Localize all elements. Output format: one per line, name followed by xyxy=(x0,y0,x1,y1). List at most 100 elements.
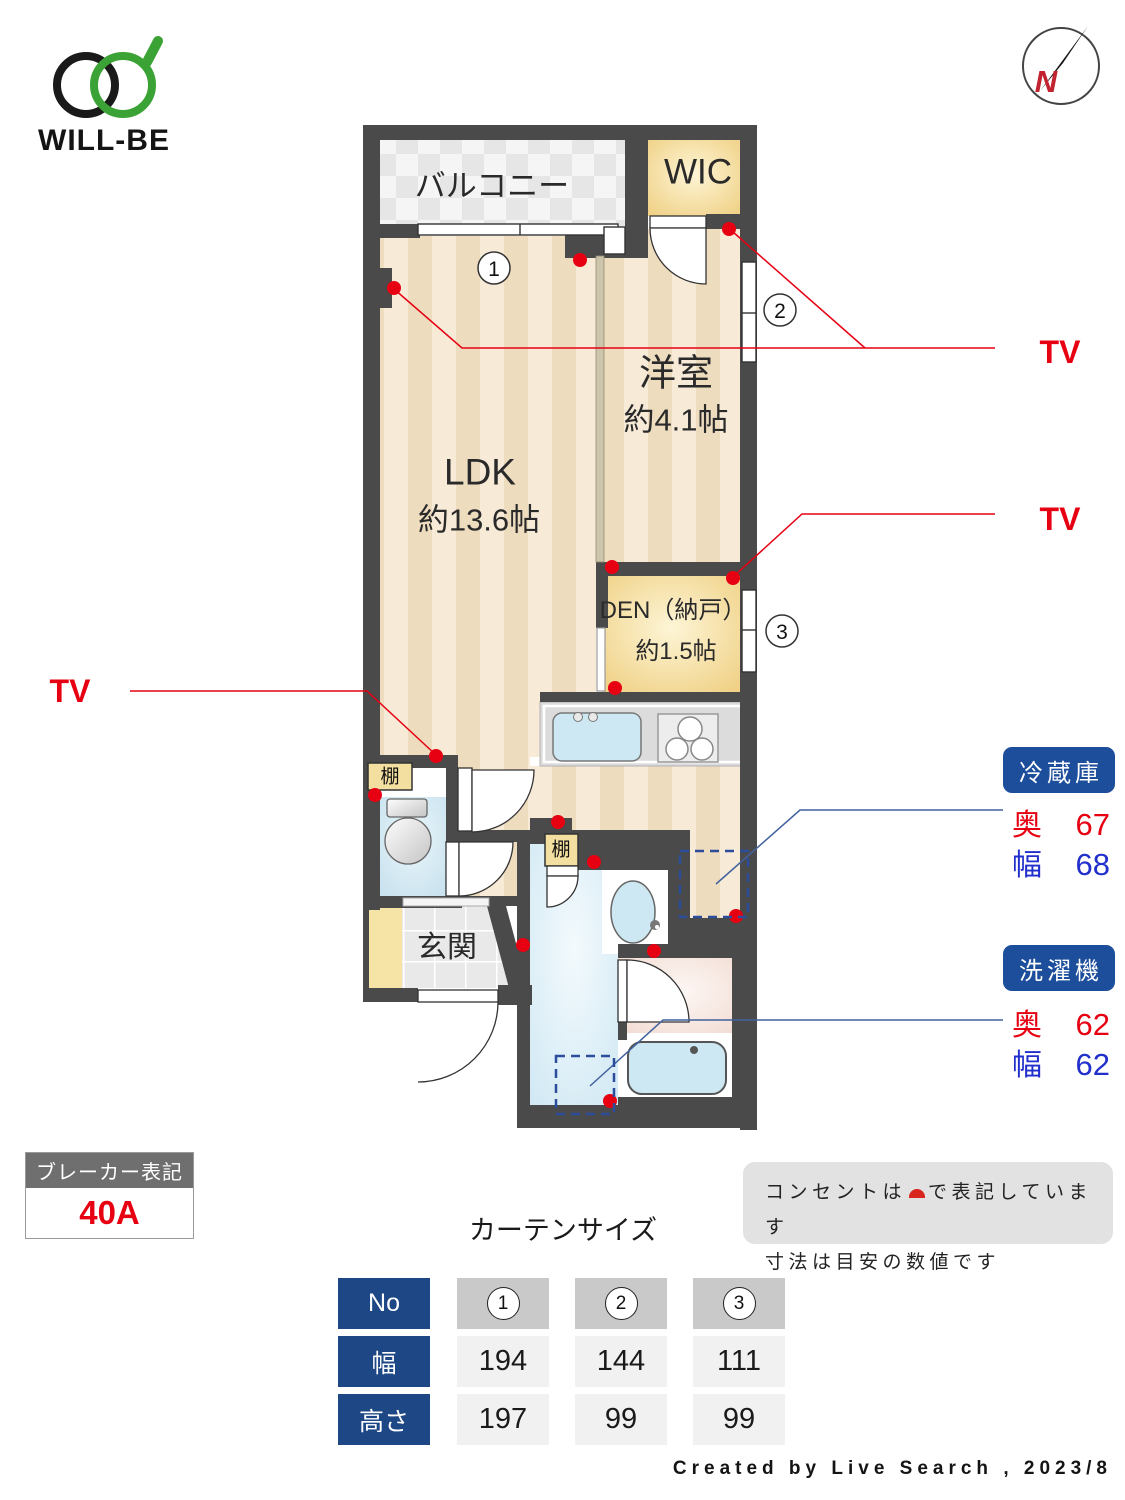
curtain-col-3: 3 xyxy=(693,1278,785,1329)
washer-width-label: 幅 xyxy=(1012,1049,1042,1082)
bathtub xyxy=(627,1041,727,1095)
tv-label-mid-right: TV xyxy=(1039,501,1081,537)
washer-depth-value: 62 xyxy=(1075,1007,1110,1042)
tv-label-left: TV xyxy=(49,673,91,709)
shelf-left-label: 棚 xyxy=(380,766,400,788)
toilet-door-swing xyxy=(458,841,514,897)
breaker-value: 40A xyxy=(79,1194,140,1231)
tv-label-top-right: TV xyxy=(1039,334,1081,370)
western-room-size: 約4.1帖 xyxy=(623,402,729,438)
shelf-box-left xyxy=(367,762,413,791)
balcony-label: バルコニー xyxy=(414,168,570,204)
windows xyxy=(417,223,757,673)
washer-width-row: 幅 62 xyxy=(1012,1040,1110,1084)
balcony-window xyxy=(417,223,619,236)
wash-basin xyxy=(610,880,660,944)
ldk-size: 約13.6帖 xyxy=(417,502,541,538)
den-label: DEN（納戸） xyxy=(599,597,747,624)
shelf-center-label: 棚 xyxy=(551,839,571,861)
curtain-width-1: 194 xyxy=(457,1336,549,1387)
curtain-width-2: 144 xyxy=(575,1336,667,1387)
appliance-outlines xyxy=(554,849,750,1116)
note-line2: 寸法は目安の数値です xyxy=(765,1252,1001,1274)
entrance-closet xyxy=(369,906,402,988)
marker-1: 1 xyxy=(488,258,500,281)
faucet-icon xyxy=(573,712,583,722)
marker-2: 2 xyxy=(774,300,786,323)
kitchen-counter xyxy=(539,701,754,767)
wic-label: WIC xyxy=(663,152,733,192)
curtain-col-1: 1 xyxy=(457,1278,549,1329)
fridge-depth-value: 67 xyxy=(1075,807,1110,842)
compass-icon xyxy=(1022,26,1100,105)
curtain-col-2: 2 xyxy=(575,1278,667,1329)
entrance-floor xyxy=(402,906,511,988)
curtain-markers: 1 2 3 xyxy=(477,251,799,648)
logo-text: WILL-BE xyxy=(38,124,170,157)
curtain-height-2: 99 xyxy=(575,1394,667,1445)
fridge-badge: 冷蔵庫 xyxy=(1003,747,1115,793)
outlet-markers xyxy=(368,222,743,1108)
breaker-title: ブレーカー表記 xyxy=(26,1153,193,1188)
ldk-label: LDK xyxy=(444,451,516,493)
compass-north-label: N xyxy=(1034,64,1058,99)
wic-door-leaf xyxy=(649,215,707,229)
washer-badge: 洗濯機 xyxy=(1003,945,1115,991)
window-2 xyxy=(741,261,757,363)
fridge-depth-row: 奥 67 xyxy=(1012,800,1110,844)
wic-floor xyxy=(648,140,740,216)
outlet-dome-icon xyxy=(909,1189,926,1198)
western-room-floor xyxy=(604,229,740,562)
entrance-door-leaf xyxy=(417,989,499,1003)
credit-text: Created by Live Search , 2023/8 xyxy=(672,1458,1112,1479)
toilet-door-leaf xyxy=(445,841,460,897)
western-room-label: 洋室 xyxy=(639,352,713,394)
faucet-icon xyxy=(588,712,598,722)
legend-note: コンセントはで表記しています 寸法は目安の数値です xyxy=(743,1162,1113,1273)
curtain-table-title: カーテンサイズ xyxy=(468,1215,658,1246)
fridge-dashed-outline xyxy=(678,849,750,919)
fridge-width-value: 68 xyxy=(1075,847,1110,882)
hall-door-leaf xyxy=(457,767,473,832)
entrance-step xyxy=(402,897,490,907)
den-floor xyxy=(602,576,740,692)
marker-3: 3 xyxy=(776,621,788,644)
fridge-width-row: 幅 68 xyxy=(1012,840,1110,884)
washer-depth-label: 奥 xyxy=(1012,1009,1042,1042)
fridge-nook-floor xyxy=(688,843,740,922)
washer-dashed-outline xyxy=(554,1054,616,1116)
toilet xyxy=(384,798,432,865)
den-size: 約1.5帖 xyxy=(635,638,717,665)
bathroom-door-swing xyxy=(626,959,690,1023)
curtain-col-3-number: 3 xyxy=(722,1287,756,1320)
curtain-row-header-width: 幅 xyxy=(338,1336,430,1387)
balcony-floor xyxy=(380,140,625,226)
curtain-row-header-no: No xyxy=(338,1278,430,1329)
note-line1-pre: コンセントは xyxy=(765,1182,907,1203)
hall-door-swing xyxy=(471,769,535,833)
small-window xyxy=(603,226,626,255)
fridge-width-label: 幅 xyxy=(1012,849,1042,882)
window-3 xyxy=(741,589,757,673)
washroom-door-swing xyxy=(546,875,579,908)
willbe-logo-icon xyxy=(53,36,163,118)
washroom-door-leaf xyxy=(546,865,579,877)
curtain-height-1: 197 xyxy=(457,1394,549,1445)
bathroom-door-leaf xyxy=(617,959,628,1023)
curtain-col-1-number: 1 xyxy=(486,1287,520,1320)
curtain-height-3: 99 xyxy=(693,1394,785,1445)
den-sliding-door xyxy=(596,627,606,692)
walls xyxy=(363,125,757,1130)
tv-lines xyxy=(130,231,995,756)
wic-door-swing xyxy=(649,227,707,285)
curtain-row-header-height: 高さ xyxy=(338,1394,430,1445)
curtain-col-2-number: 2 xyxy=(604,1287,638,1320)
entrance-label: 玄関 xyxy=(417,931,477,964)
washer-width-value: 62 xyxy=(1075,1047,1110,1082)
ldk-partition xyxy=(595,255,605,563)
entrance-door-swing xyxy=(417,1001,499,1083)
note-line1-post: で表記しています xyxy=(765,1182,1092,1239)
curtain-width-3: 111 xyxy=(693,1336,785,1387)
